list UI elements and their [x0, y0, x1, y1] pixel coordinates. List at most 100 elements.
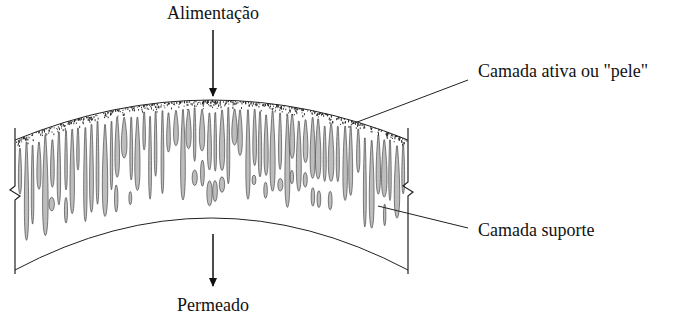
skin-dot: [394, 137, 396, 139]
skin-dot: [141, 109, 143, 111]
skin-dot: [330, 115, 332, 117]
skin-dot: [263, 104, 265, 106]
finger-pore: [110, 121, 112, 189]
skin-dot: [23, 138, 25, 139]
skin-dot: [164, 107, 166, 109]
skin-dot: [160, 106, 162, 108]
skin-dot: [245, 102, 247, 104]
finger-pore: [363, 138, 366, 227]
skin-dot: [252, 103, 254, 104]
skin-dot: [268, 104, 270, 106]
skin-dot: [269, 106, 271, 107]
finger-pore: [357, 129, 360, 172]
skin-dot: [245, 103, 247, 105]
skin-dot: [270, 106, 272, 108]
skin-dot: [156, 104, 158, 105]
skin-dot: [337, 118, 339, 120]
skin-dot: [83, 118, 85, 120]
finger-pore: [303, 172, 307, 187]
skin-dot: [88, 118, 90, 120]
skin-dot: [380, 131, 382, 132]
feed-arrow: [212, 30, 214, 96]
skin-dot: [129, 110, 131, 112]
skin-dot: [168, 103, 170, 104]
skin-dot: [164, 103, 166, 104]
finger-pore: [154, 111, 157, 176]
skin-dot: [186, 101, 188, 103]
skin-dot: [20, 139, 22, 140]
skin-dot: [122, 115, 124, 116]
skin-dot: [64, 128, 66, 130]
skin-dot: [122, 114, 124, 116]
skin-dot: [271, 109, 273, 111]
skin-dot: [95, 115, 97, 117]
skin-dot: [294, 108, 296, 110]
finger-pore: [213, 181, 218, 202]
skin-dot: [363, 127, 365, 129]
support-layer-label: Camada suporte: [478, 221, 594, 241]
skin-dot: [317, 116, 319, 117]
finger-pore: [219, 177, 224, 192]
skin-dot: [141, 107, 143, 108]
skin-dot: [340, 124, 342, 125]
finger-pore: [49, 197, 54, 211]
skin-dot: [321, 114, 323, 116]
skin-dot: [285, 109, 287, 111]
skin-dot: [214, 101, 216, 103]
skin-dot: [49, 128, 51, 130]
skin-dot: [301, 109, 303, 111]
skin-dot: [89, 121, 91, 123]
skin-dot: [26, 137, 28, 139]
skin-dot: [220, 106, 222, 108]
skin-dot: [72, 121, 74, 122]
skin-dot: [199, 102, 201, 103]
skin-dot: [377, 133, 379, 135]
skin-dot: [273, 106, 275, 107]
skin-dot: [107, 112, 109, 113]
skin-dot: [248, 105, 250, 106]
skin-dot: [17, 143, 19, 145]
finger-pore: [252, 175, 256, 185]
skin-dot: [117, 115, 119, 117]
skin-dot: [148, 105, 150, 106]
finger-pore: [37, 142, 41, 189]
skin-dot: [197, 102, 199, 103]
skin-dot: [118, 109, 120, 110]
skin-dot: [122, 112, 124, 113]
skin-dot: [78, 119, 80, 120]
finger-pore: [193, 108, 195, 162]
skin-dot: [296, 112, 298, 114]
finger-pore: [232, 109, 238, 145]
skin-dot: [80, 119, 82, 120]
skin-dot: [125, 108, 127, 110]
skin-dot: [74, 120, 76, 122]
finger-pore: [315, 119, 320, 179]
skin-dot: [200, 103, 202, 104]
skin-dot: [202, 104, 204, 106]
skin-dot: [20, 139, 22, 141]
skin-dot: [53, 127, 55, 128]
skin-dot: [153, 104, 155, 106]
skin-dot: [27, 143, 29, 145]
skin-dot: [178, 106, 180, 108]
skin-dot: [241, 102, 243, 104]
skin-dot: [342, 122, 344, 124]
finger-pore: [336, 126, 339, 181]
skin-dot: [276, 106, 278, 108]
skin-dot: [21, 141, 23, 143]
skin-dot: [132, 108, 134, 109]
skin-dot: [171, 103, 173, 105]
finger-pore: [278, 178, 283, 191]
skin-dot: [82, 118, 84, 120]
skin-dot: [158, 106, 160, 108]
skin-dot: [332, 121, 334, 123]
skin-dot: [329, 117, 331, 119]
skin-dot: [277, 106, 279, 108]
finger-pore: [201, 160, 205, 186]
skin-dot: [40, 134, 42, 136]
skin-dot: [23, 137, 25, 139]
skin-dot: [58, 127, 60, 129]
finger-pore: [303, 120, 308, 163]
skin-dot: [19, 140, 21, 142]
skin-dot: [291, 114, 293, 115]
